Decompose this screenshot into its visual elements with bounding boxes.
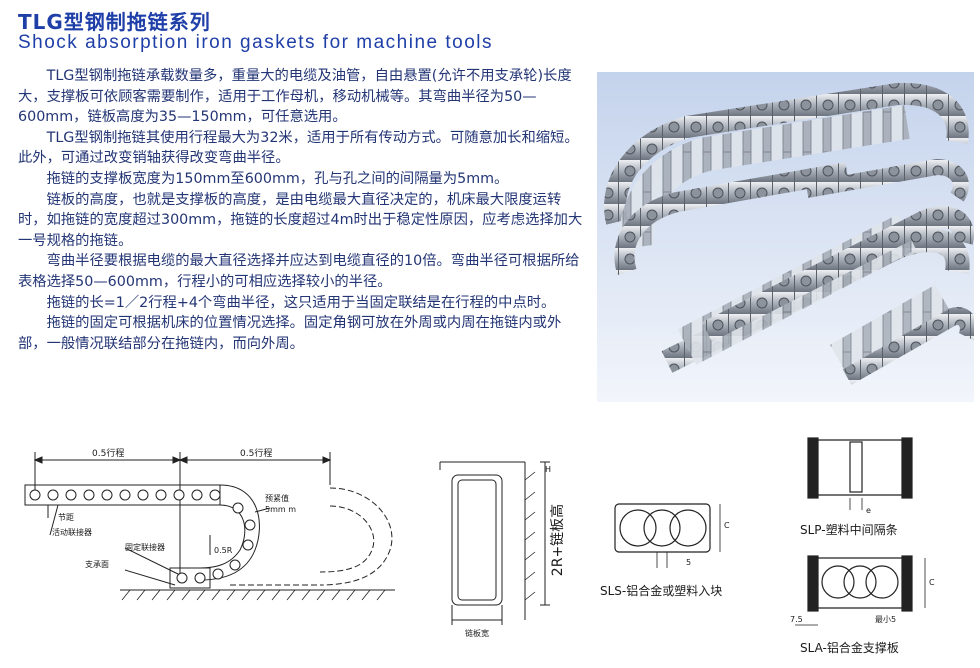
paragraph: 拖链的长=1／2行程+4个弯曲半径，这只适用于当固定联结是在行程的中点时。 <box>18 294 556 311</box>
label-slp: SLP-塑料中间隔条 <box>800 522 898 537</box>
paragraph: 链板的高度，也就是支撑板的高度，是由电缆最大直径决定的，机床最大限度运转时，如拖… <box>18 191 583 249</box>
label-fixed-connector: 固定联接器 <box>125 542 165 552</box>
drag-chain-photo <box>597 72 974 402</box>
label-height-2r: 2R+链板高 <box>549 504 566 576</box>
label-preload-value: 5mm m <box>265 505 296 514</box>
page-title-cn: TLG型钢制拖链系列 <box>18 10 211 34</box>
paragraph: TLG型钢制拖链其使用行程最大为32米，适用于所有传动方式。可随意加长和缩短。此… <box>18 129 579 167</box>
paragraph: TLG型钢制拖链承载数量多，重量大的电缆及油管，自由悬置(允许不用支承轮)长度大… <box>18 68 572 126</box>
label-preload: 预紧值 <box>265 493 289 503</box>
paragraph: 拖链的支撑板宽度为150mm至600mm，孔与孔之间的间隔量为5mm。 <box>18 170 509 187</box>
description-text: TLG型钢制拖链承载数量多，重量大的电缆及油管，自由悬置(允许不用支承轮)长度大… <box>18 66 588 354</box>
label-radius: 0.5R <box>214 546 233 555</box>
label-moving-connector: 活动联接器 <box>52 527 92 537</box>
label-pitch: 节距 <box>58 513 74 522</box>
label-e: e <box>866 506 871 515</box>
label-sls: SLS-铝合金或塑料入块 <box>600 583 722 598</box>
label-75: 7.5 <box>790 615 803 624</box>
technical-diagram: 0.5行程 0.5行程 节距 活动联接器 预紧值 5mm m 固定联接器 0.5… <box>24 437 935 655</box>
label-h: H <box>545 465 551 474</box>
label-c2: C <box>929 578 935 587</box>
dim-half-stroke-left: 0.5行程 <box>92 447 124 459</box>
label-5: 5 <box>686 558 691 567</box>
label-support-surface: 支承面 <box>85 559 109 569</box>
label-sla: SLA-铝合金支撑板 <box>800 640 899 655</box>
label-plate-width: 链板宽 <box>465 628 489 638</box>
label-min5: 最小5 <box>875 615 896 624</box>
dim-half-stroke-right: 0.5行程 <box>240 447 272 459</box>
paragraph: 弯曲半径要根据电缆的最大直径选择并应达到电缆直径的10倍。弯曲半径可根据所给表格… <box>18 253 580 290</box>
label-c1: C <box>724 521 730 530</box>
page-title-en: Shock absorption iron gaskets for machin… <box>18 32 493 53</box>
paragraph: 拖链的固定可根据机床的位置情况选择。固定角钢可放在外周或内周在拖链内或外部，一般… <box>18 315 562 352</box>
